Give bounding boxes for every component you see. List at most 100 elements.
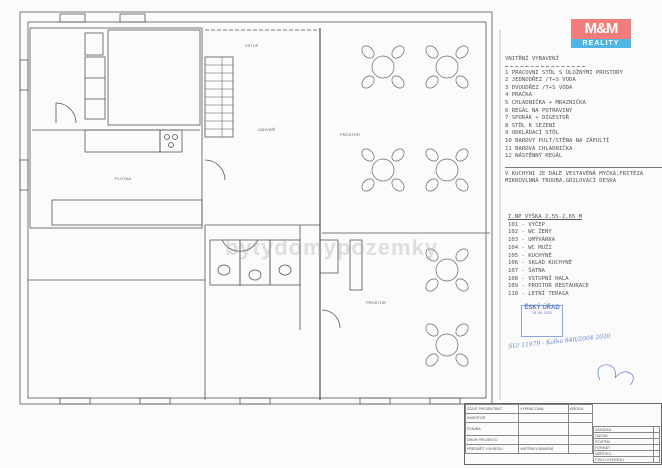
label-hall: ZÁDVEŘÍ (258, 127, 276, 132)
outer-wall (19, 11, 493, 405)
title-block-cell: ZODP. PROJEKTANT (464, 404, 520, 414)
title-block-cell: STAVBA (464, 422, 520, 436)
chair (425, 178, 439, 192)
title-block-cell: VYPRACOVAL (518, 404, 569, 414)
label-restaurant-2: PROSTOR (366, 300, 386, 305)
chair (455, 148, 469, 162)
room-item: 103 - UMÝVÁRKA (508, 237, 556, 244)
watermark: bytydomypozemky (225, 235, 439, 260)
chair (425, 353, 439, 367)
chair (425, 248, 439, 262)
table (371, 158, 395, 182)
title-block-cell: PŘEDMĚT VÝKRESU (464, 444, 520, 454)
counter-bottom (51, 199, 203, 226)
fridges (84, 56, 106, 120)
title-block-cell: DRUH PROJEKTU (464, 435, 520, 445)
title-block-cell (567, 444, 594, 454)
legend-item: 12 NÁSTĚNNÝ REGÁL (505, 153, 563, 160)
room-item: 101 - VÝČEP (508, 221, 546, 228)
legend-item: 8 STŮL K SEZENÍ (505, 122, 556, 129)
room-item: 107 - ŠATNA (508, 267, 546, 274)
title-block-row: ČÍSLO VÝKRESU (592, 456, 660, 463)
title-block-cell (518, 422, 569, 436)
legend-title: VNITŘNÍ VYBAVENÍ (505, 56, 559, 62)
chair (455, 323, 469, 337)
logo-bottom: REALITY (571, 39, 631, 48)
title-block-cell: INVESTOR (464, 413, 520, 423)
equipment-legend: VNITŘNÍ VYBAVENÍ 1 PRACOVNÍ STŮL S ÚLOŽN… (505, 56, 662, 186)
kitchen-wall (29, 27, 203, 229)
stove (159, 129, 183, 153)
chair (391, 148, 405, 162)
office-stamp: ĚSKÝ ÚŘAD 18. 06. 2020 (521, 305, 563, 337)
title-block-row: DRUH PROJEKTU (464, 435, 594, 445)
label-entry: VSTUP (245, 43, 259, 48)
chair (455, 178, 469, 192)
work-counter (84, 129, 161, 153)
stamp-date: 18. 06. 2020 (532, 310, 552, 315)
room-item: 104 - WC MUŽI (508, 244, 552, 251)
chair (391, 75, 405, 89)
title-block-cell (518, 413, 569, 423)
chair (361, 45, 375, 59)
title-block-value (653, 456, 660, 463)
legend-item: 1 PRACOVNÍ STŮL S ÚLOŽNÝMI PROSTORY (505, 69, 623, 76)
room-item: 102 - WC ŽENY (508, 229, 552, 236)
title-block-row: STAVBA (464, 422, 594, 436)
label-kitchen: PLOTNA (115, 176, 132, 181)
legend-item: 2 JEDNODŘEZ /T+S VODA (505, 77, 576, 84)
room-item: 109 - PROSTOR RESTAURACE (508, 283, 589, 290)
room-item: 108 - VSTUPNÍ HALA (508, 275, 569, 282)
table (435, 158, 459, 182)
stamp-title: ĚSKÝ ÚŘAD (524, 305, 560, 311)
legend-item: 10 BAROVÝ PULT/STĚNA NA ZÁPULTÍ (505, 137, 610, 144)
legend-note-1: V KUCHYNI JE DÁLE VESTAVĚNÁ MYČKA,FRITÉZ… (505, 166, 662, 179)
legend-item: 7 SPORÁK + DIGESTOŘ (505, 115, 569, 122)
title-block-cell: VNITŘNÍ VYBAVENÍ (518, 444, 569, 454)
chair (391, 178, 405, 192)
legend-item: 3 DVOUDŘEZ /T+S VODA (505, 84, 573, 91)
title-block-cell: KRESLIL (567, 404, 594, 414)
chair (455, 248, 469, 262)
chair (455, 278, 469, 292)
legend-item: 6 REGÁL NA POTRAVINY (505, 107, 573, 114)
title-block-cell: ČÍSLO VÝKRESU (592, 456, 655, 463)
logo: M&M REALITY (571, 19, 631, 48)
title-block-cell (567, 422, 594, 436)
table (435, 258, 459, 282)
chair (361, 178, 375, 192)
legend-item: 9 ODKLÁDACÍ STŮL (505, 130, 559, 137)
room-item: 110 - LETNÍ TERASA (508, 291, 569, 298)
chair (455, 353, 469, 367)
title-block-cell (518, 435, 569, 445)
chair (361, 148, 375, 162)
legend-item: 4 PRAČKA (505, 92, 532, 99)
legend-item: 5 CHLADNIČKA + MRAZNIČKA (505, 99, 586, 106)
chair (425, 75, 439, 89)
title-block-cell (567, 435, 594, 445)
logo-top: M&M (571, 19, 631, 39)
legend-item: 11 BAROVÁ CHLADNIČKA (505, 145, 573, 152)
room-item: 106 - SKLAD KUCHYNĚ (508, 260, 572, 267)
storage-room (107, 29, 201, 126)
title-block-cell (567, 413, 594, 423)
bar-counter (319, 239, 339, 274)
chair (455, 45, 469, 59)
room-list-title: I.NP VÝŠKA 2,55-2,65 M (508, 214, 583, 220)
chair (425, 148, 439, 162)
chair (425, 278, 439, 292)
title-block-row: INVESTOR (464, 413, 594, 423)
table (371, 55, 395, 79)
legend-note-2: MIKROVLNNÁ TROUBA,GRILOVACÍ DESKA (505, 178, 617, 185)
chair (425, 45, 439, 59)
